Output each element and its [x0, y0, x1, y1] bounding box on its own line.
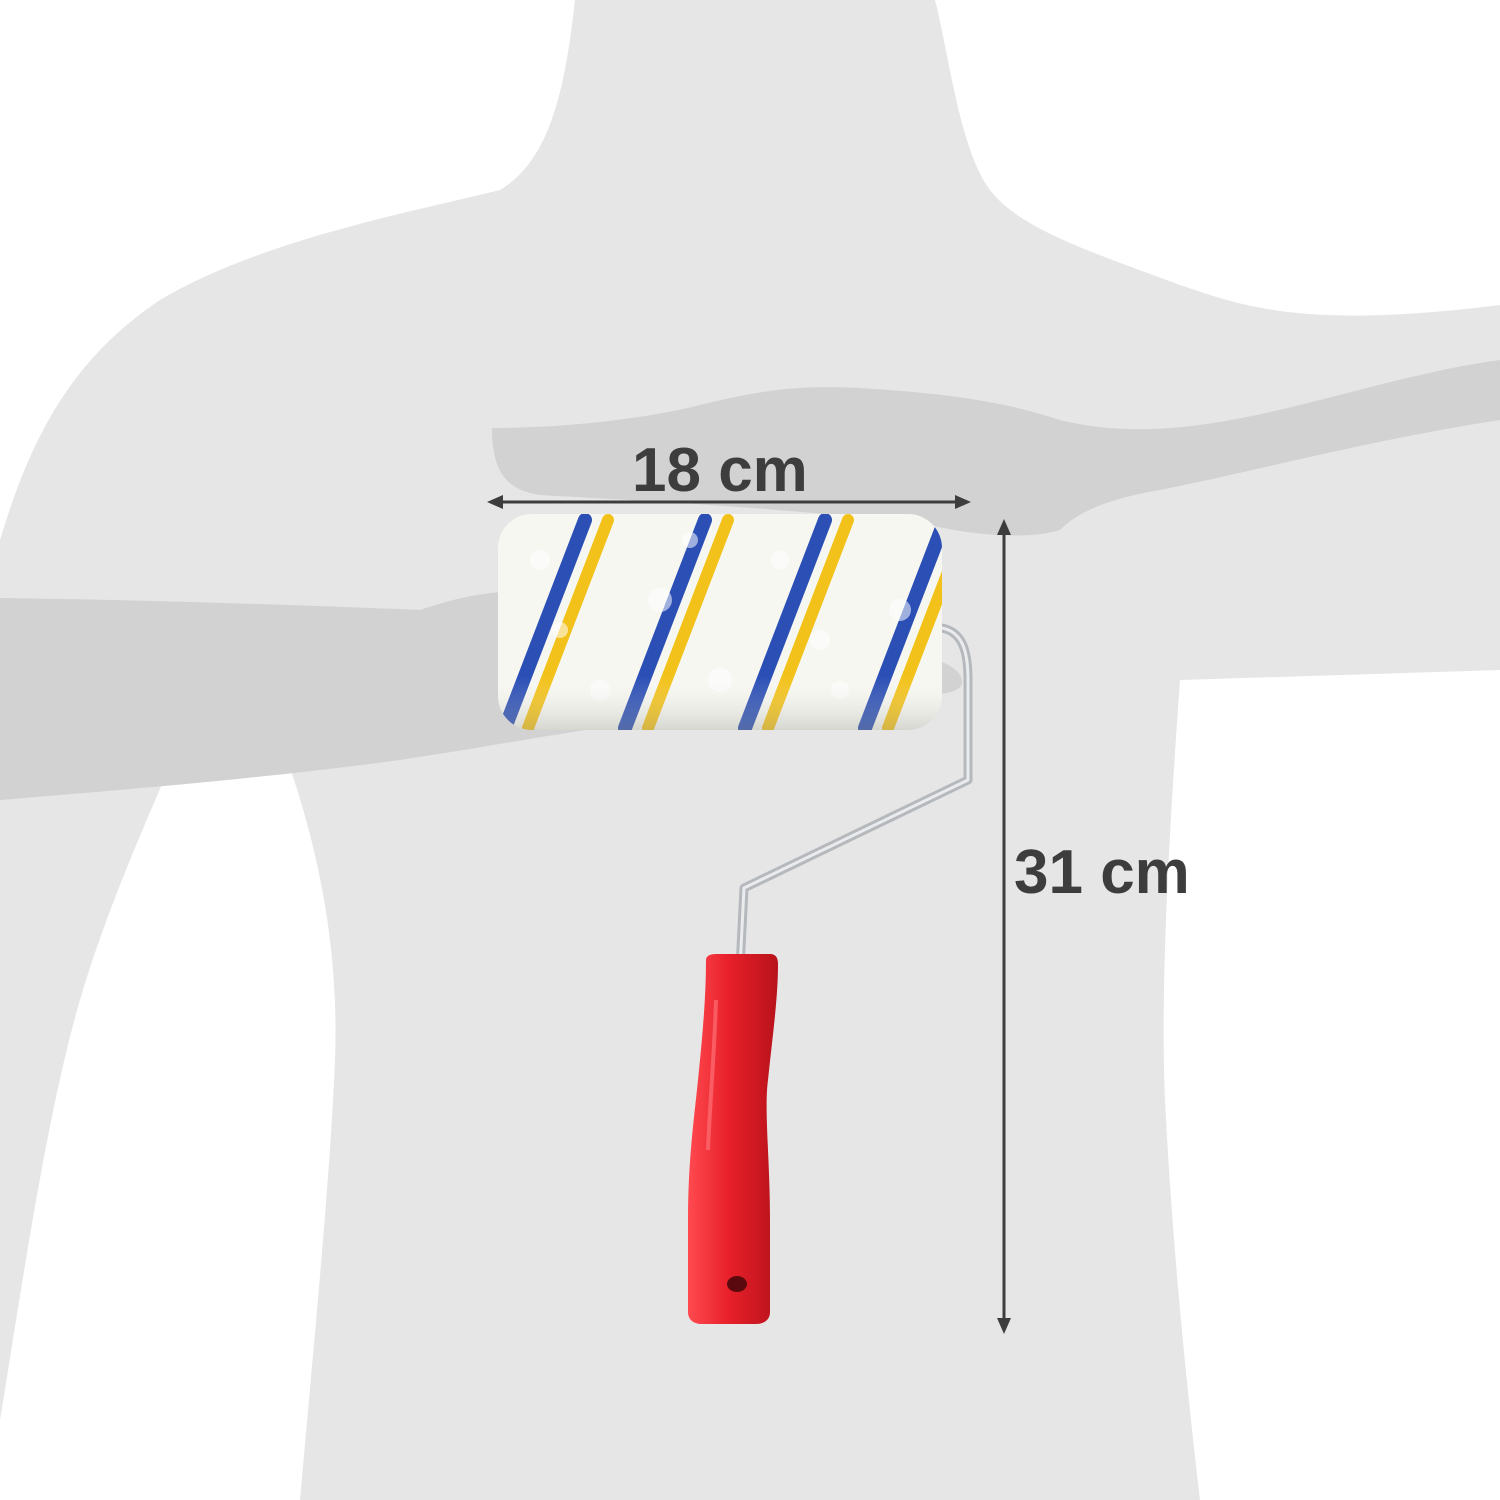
- paint-roller-icon: [498, 514, 973, 1324]
- upper-hand-shape: [492, 360, 1500, 536]
- roller-cover: [498, 514, 942, 730]
- roller-handle: [688, 954, 778, 1324]
- width-dimension-label: 18 cm: [632, 436, 808, 505]
- height-dimension-label: 31 cm: [1014, 838, 1190, 907]
- double-arrow-horizontal-icon: [487, 495, 971, 509]
- handle-hang-hole: [727, 1276, 747, 1292]
- double-arrow-vertical-icon: [997, 519, 1011, 1334]
